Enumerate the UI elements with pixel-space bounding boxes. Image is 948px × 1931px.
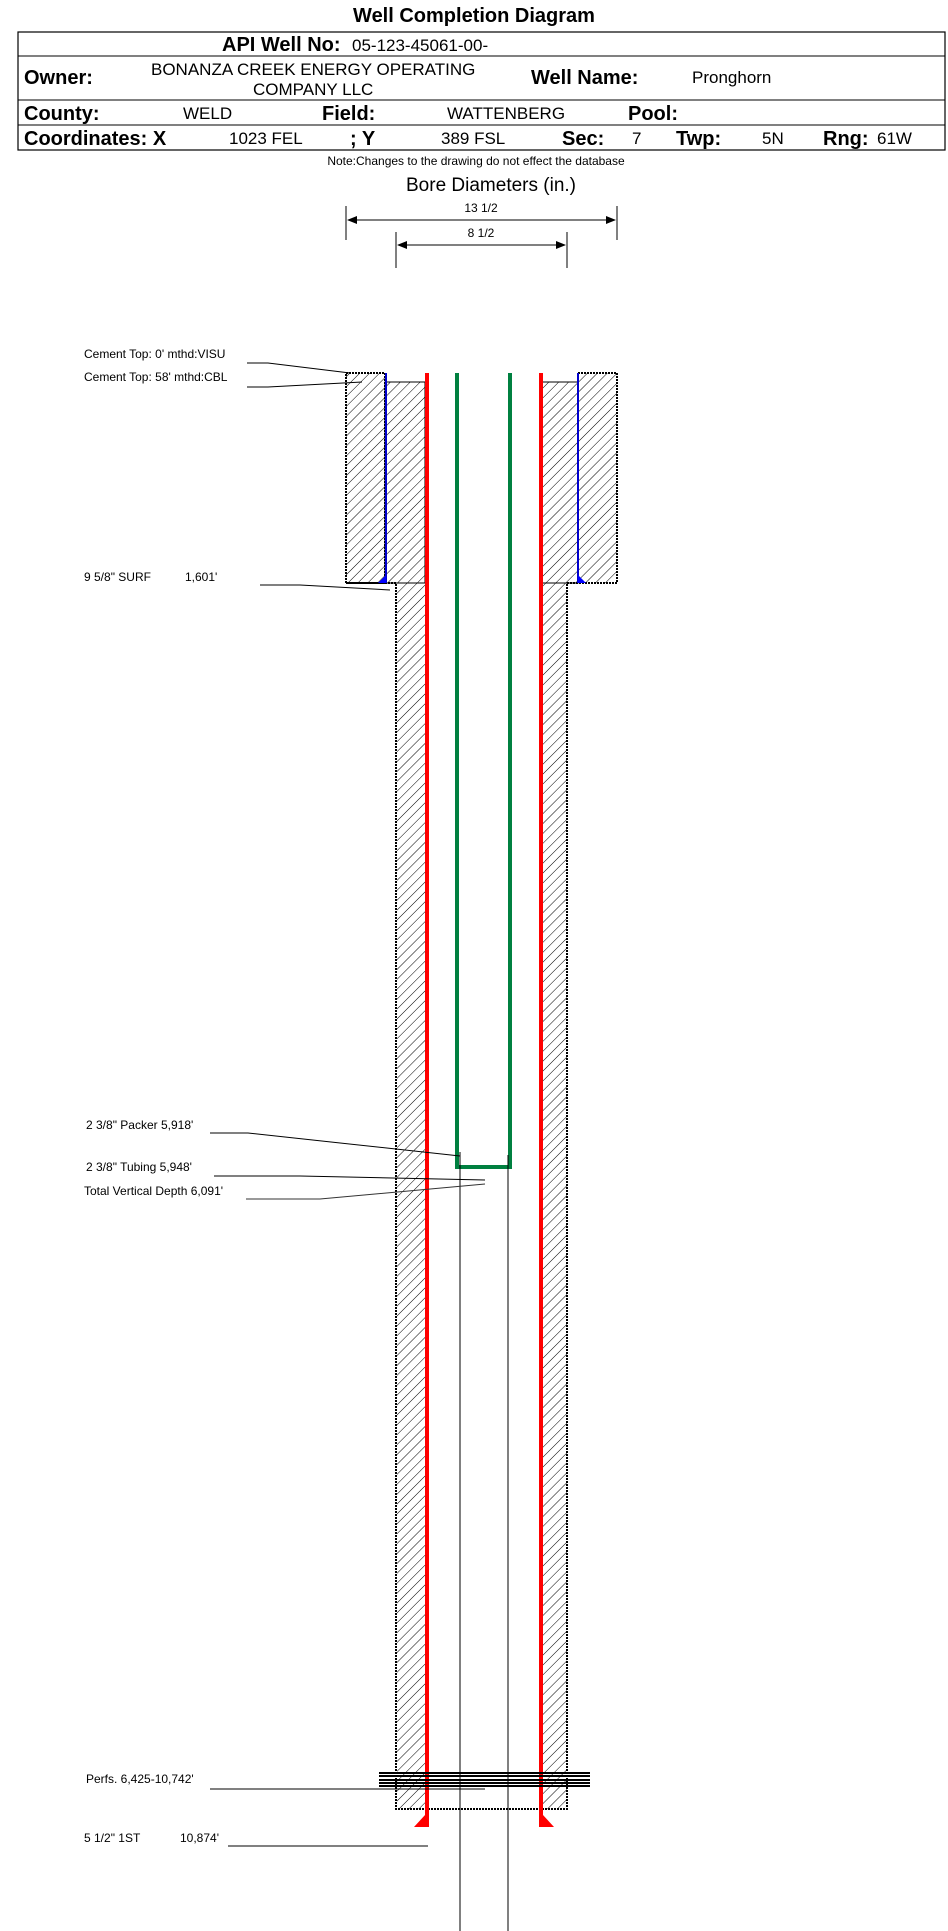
cement-top-leader-1 (247, 362, 351, 374)
perforations (379, 1772, 590, 1787)
surface-casing-label: 9 5/8" SURF (84, 570, 151, 584)
packer-leader (210, 1132, 461, 1157)
cement-top-leader-2 (247, 381, 363, 388)
tvd-label: Total Vertical Depth 6,091' (84, 1184, 223, 1198)
bore-dimension-inner: 8 1/2 (395, 226, 568, 268)
x-value: 1023 FEL (229, 129, 303, 148)
county-label: County: (24, 103, 100, 125)
twp-value: 5N (762, 129, 784, 148)
production-casing-label: 5 1/2" 1ST (84, 1831, 141, 1845)
well-name-label: Well Name: (531, 67, 638, 89)
y-label: ; Y (350, 128, 376, 150)
pool-label: Pool: (628, 103, 678, 125)
packer-label: 2 3/8" Packer 5,918' (86, 1118, 193, 1132)
tubing (455, 373, 512, 1931)
owner-value-line2: COMPANY LLC (253, 80, 373, 99)
y-value: 389 FSL (441, 129, 505, 148)
bore-dimension-outer: 13 1/2 (345, 201, 618, 240)
surface-shoe-right-icon (578, 575, 586, 583)
cement-top-label-2: Cement Top: 58' mthd:CBL (84, 370, 228, 384)
twp-label: Twp: (676, 128, 721, 150)
tubing-label: 2 3/8" Tubing 5,948' (86, 1160, 192, 1174)
owner-label: Owner: (24, 67, 93, 89)
bore-inner-label: 8 1/2 (468, 226, 495, 240)
owner-value-line1: BONANZA CREEK ENERGY OPERATING (151, 60, 475, 79)
rng-value: 61W (877, 129, 912, 148)
production-cement-right (542, 583, 567, 1809)
production-casing-depth: 10,874' (180, 1831, 219, 1845)
surface-shoe-left-icon (378, 575, 386, 583)
bore-diameters-title: Bore Diameters (in.) (406, 175, 576, 196)
county-value: WELD (183, 104, 232, 123)
casing-shoe-right-icon (539, 1809, 554, 1827)
casing-shoe-left-icon (414, 1809, 429, 1827)
bore-outer-label: 13 1/2 (464, 201, 498, 215)
cement-top-label-1: Cement Top: 0' mthd:VISU (84, 347, 225, 361)
page-title: Well Completion Diagram (353, 5, 595, 27)
field-value: WATTENBERG (447, 104, 565, 123)
field-label: Field: (322, 103, 375, 125)
surface-casing-depth: 1,601' (185, 570, 217, 584)
well-name-value: Pronghorn (692, 68, 771, 87)
production-cement-left (397, 583, 425, 1809)
api-value: 05-123-45061-00- (352, 36, 488, 55)
api-label: API Well No: (222, 34, 341, 56)
note-text: Note:Changes to the drawing do not effec… (327, 154, 625, 168)
production-casing (414, 373, 554, 1827)
surface-hole (345, 372, 618, 1810)
tubing-leader (214, 1175, 486, 1181)
header-table: API Well No: 05-123-45061-00- Owner: BON… (17, 31, 946, 151)
sec-value: 7 (632, 129, 641, 148)
surface-casing-leader (260, 584, 391, 591)
rng-label: Rng: (823, 128, 869, 150)
coordinates-label: Coordinates: X (24, 128, 167, 150)
tvd-leader (246, 1183, 486, 1200)
surface-casing (378, 373, 586, 583)
perfs-label: Perfs. 6,425-10,742' (86, 1772, 194, 1786)
sec-label: Sec: (562, 128, 604, 150)
